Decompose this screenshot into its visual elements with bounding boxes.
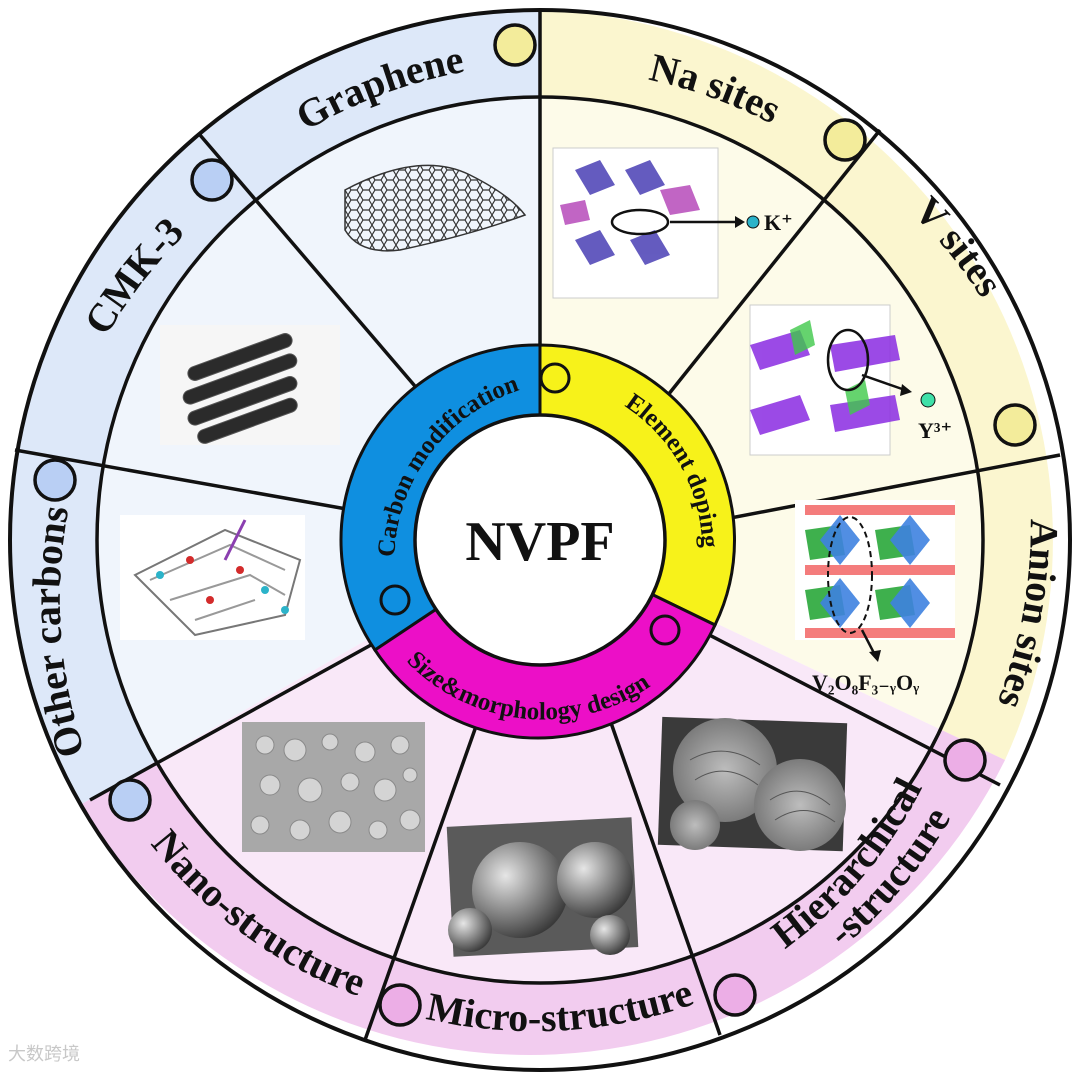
center-circle	[413, 413, 667, 667]
cmk3-illustration	[160, 325, 340, 445]
puzzle-tab-cmk	[190, 158, 234, 202]
anion-sites-illustration	[795, 500, 955, 662]
puzzle-tab-anion	[943, 738, 987, 782]
nano-structure-sem-image	[242, 722, 425, 852]
watermark: 大数跨境	[8, 1044, 80, 1065]
puzzle-tab-top	[493, 23, 537, 67]
puzzle-tab-v	[993, 403, 1037, 447]
puzzle-tabs	[33, 23, 1037, 1027]
segment-dividers	[14, 10, 1061, 1041]
v-sites-illustration	[749, 304, 936, 456]
na-ion-label: K⁺	[764, 210, 793, 235]
puzzle-tab-hier	[713, 973, 757, 1017]
inner-tab-size	[379, 584, 411, 616]
center-title: NVPF	[465, 511, 614, 573]
inner-ring	[339, 343, 736, 740]
na-sites-illustration	[552, 147, 760, 299]
puzzle-tab-nano	[108, 778, 152, 822]
puzzle-tab-na	[823, 118, 867, 162]
inner-tab-carbon	[539, 362, 571, 394]
inner-tab-element	[649, 614, 681, 646]
anion-formula-label: V₂O₈F₃₋ᵧOᵧ	[812, 670, 919, 695]
v-ion-label: Y³⁺	[918, 418, 952, 443]
puzzle-tab-other	[33, 458, 77, 502]
graphene-illustration	[344, 164, 527, 252]
other-carbons-illustration	[120, 515, 305, 640]
micro-structure-sem-image	[446, 817, 639, 957]
hierarchical-structure-sem-image	[657, 716, 848, 852]
puzzle-tab-micro	[378, 983, 422, 1027]
